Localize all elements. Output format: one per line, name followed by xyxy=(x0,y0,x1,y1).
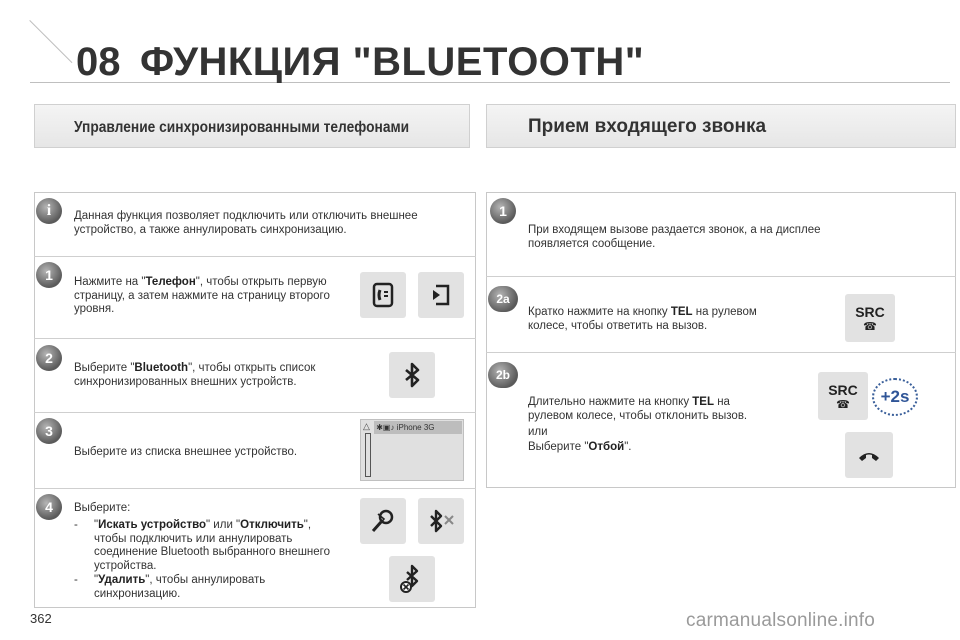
right-section-header xyxy=(486,104,956,148)
disconnect-bluetooth-icon xyxy=(418,498,464,544)
info-badge: i xyxy=(36,198,62,224)
step-badge-1-right: 1 xyxy=(490,198,516,224)
step-1-text: Нажмите на "Телефон", чтобы открыть перв… xyxy=(74,276,330,315)
row-divider xyxy=(34,338,476,339)
row-divider xyxy=(34,488,476,489)
delete-bluetooth-icon xyxy=(389,556,435,602)
answer-call-text: Кратко нажмите на кнопку TEL на рулевом … xyxy=(528,306,757,332)
left-section-title: Управление синхронизированными телефонам… xyxy=(74,119,410,136)
step-4-lead: Выберите: xyxy=(74,502,131,514)
step-badge-4: 4 xyxy=(36,494,62,520)
step-badge-2: 2 xyxy=(36,345,62,371)
intro-text: Данная функция позволяет подключить или … xyxy=(74,210,418,236)
header-rule xyxy=(30,82,950,83)
or-text: или xyxy=(528,426,548,438)
phone-page-icon xyxy=(360,272,406,318)
bullet-dash: - xyxy=(74,574,78,586)
second-page-icon xyxy=(418,272,464,318)
src-tel-button: SRC ☎ xyxy=(845,294,895,342)
bluetooth-status-icons: ✱▣♪ xyxy=(374,423,397,432)
row-divider xyxy=(486,352,956,353)
left-section-header xyxy=(34,104,470,148)
step-3-text: Выберите из списка внешнее устройство. xyxy=(74,446,298,458)
step-badge-1: 1 xyxy=(36,262,62,288)
step-badge-2b: 2b xyxy=(488,362,518,388)
row-divider xyxy=(34,256,476,257)
device-entry: ✱▣♪ iPhone 3G xyxy=(374,421,462,434)
hold-two-seconds-icon: +2s xyxy=(872,378,918,416)
header-decor-diagonal xyxy=(29,20,73,64)
chapter-number: 08 xyxy=(76,40,121,84)
phone-handset-icon: ☎ xyxy=(863,320,877,333)
step-badge-3: 3 xyxy=(36,418,62,444)
phone-handset-icon: ☎ xyxy=(836,398,850,411)
watermark: carmanualsonline.info xyxy=(686,610,876,631)
right-section-title: Прием входящего звонка xyxy=(528,116,767,137)
bullet-dash: - xyxy=(74,519,78,531)
hang-up-icon xyxy=(845,432,893,478)
step-2-text: Выберите "Bluetooth", чтобы открыть спис… xyxy=(74,362,316,388)
reject-call-text: Длительно нажмите на кнопку TEL на рулев… xyxy=(528,396,748,422)
step-4-bullet-1: "Искать устройство" или "Отключить", что… xyxy=(94,519,331,572)
scroll-track xyxy=(365,433,371,477)
step-badge-2a: 2a xyxy=(488,286,518,312)
step-4-bullet-2: "Удалить", чтобы аннулировать синхрониза… xyxy=(94,574,266,600)
incoming-call-text: При входящем вызове раздается звонок, а … xyxy=(528,224,821,250)
row-divider xyxy=(486,276,956,277)
search-device-icon xyxy=(360,498,406,544)
bluetooth-icon xyxy=(389,352,435,398)
row-divider xyxy=(34,412,476,413)
page-title: ФУНКЦИЯ "BLUETOOTH" xyxy=(140,40,645,84)
page-number: 362 xyxy=(30,611,52,626)
src-tel-button-hold: SRC ☎ xyxy=(818,372,868,420)
scroll-up-arrow: △ xyxy=(363,421,370,431)
select-hangup-text: Выберите "Отбой". xyxy=(528,441,632,453)
